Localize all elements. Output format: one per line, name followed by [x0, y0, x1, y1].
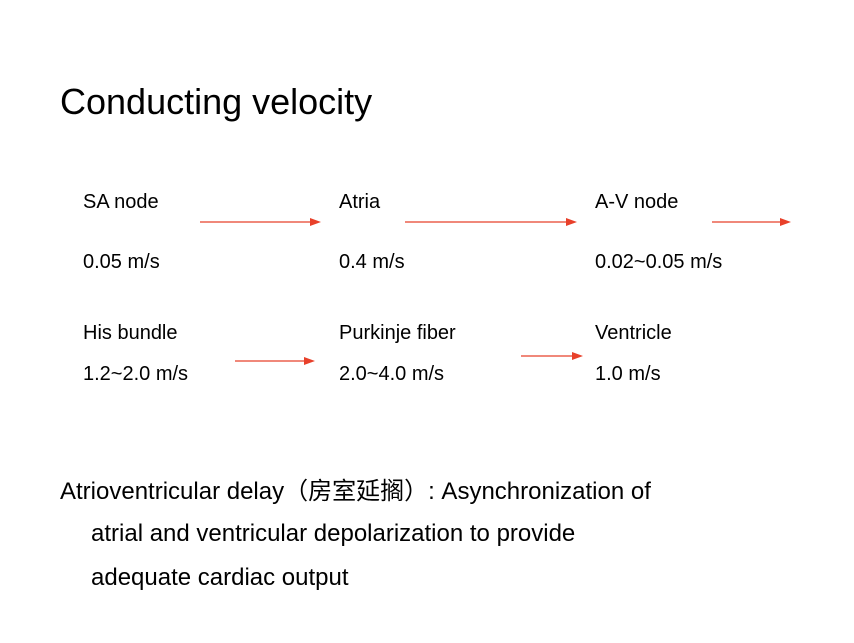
- ventricle-speed: 1.0 m/s: [595, 363, 661, 385]
- av-delay-line-3: adequate cardiac output: [91, 564, 349, 591]
- arrow-sa-to-atria: [200, 218, 321, 226]
- arrow-atria-to-av-node: [405, 218, 577, 226]
- his-bundle-label: His bundle: [83, 322, 178, 344]
- atria-speed: 0.4 m/s: [339, 251, 405, 273]
- purkinje-fiber-label: Purkinje fiber: [339, 322, 456, 344]
- purkinje-fiber-speed: 2.0~4.0 m/s: [339, 363, 445, 385]
- av-node-label: A-V node: [595, 191, 679, 213]
- av-delay-line-2: atrial and ventricular depolarization to…: [91, 520, 576, 547]
- his-bundle-speed: 1.2~2.0 m/s: [83, 363, 189, 385]
- ventricle-label: Ventricle: [595, 322, 672, 344]
- arrow-his-to-purkinje: [235, 357, 315, 365]
- sa-node-label: SA node: [83, 191, 159, 213]
- arrow-purkinje-to-ventricle: [521, 352, 583, 360]
- page-title: Conducting velocity: [60, 81, 373, 122]
- arrow-av-node-onward: [712, 218, 791, 226]
- sa-node-speed: 0.05 m/s: [83, 251, 160, 273]
- av-node-speed: 0.02~0.05 m/s: [595, 251, 723, 273]
- atria-label: Atria: [339, 191, 381, 213]
- av-delay-line-1: Atrioventricular delay（房室延搁）: Asynchroni…: [60, 478, 651, 505]
